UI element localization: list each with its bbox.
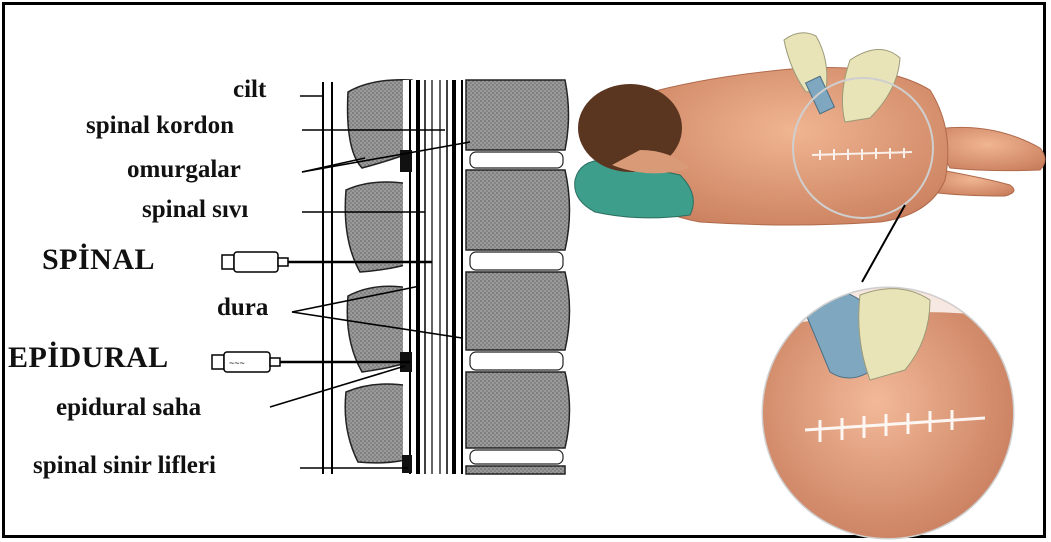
- spine-cross-section: ~~~: [212, 80, 570, 474]
- label-spinal-kordon: spinal kordon: [86, 112, 234, 140]
- label-epidural-saha: epidural saha: [56, 394, 201, 422]
- label-spinal-sivi: spinal sıvı: [142, 196, 248, 224]
- svg-text:~~~: ~~~: [229, 358, 245, 368]
- magnified-view: [760, 285, 1020, 542]
- label-omurgalar: omurgalar: [127, 156, 241, 184]
- vertebral-bodies: [466, 80, 570, 474]
- label-spinal-sinir-lifleri: spinal sinir lifleri: [33, 452, 216, 480]
- spinal-canal: [400, 80, 465, 474]
- patient-illustration: [575, 33, 1045, 225]
- label-spinal-method: SPİNAL: [42, 243, 155, 277]
- label-epidural-method: EPİDURAL: [8, 341, 169, 375]
- label-dura: dura: [217, 294, 268, 322]
- label-cilt: cilt: [233, 76, 266, 104]
